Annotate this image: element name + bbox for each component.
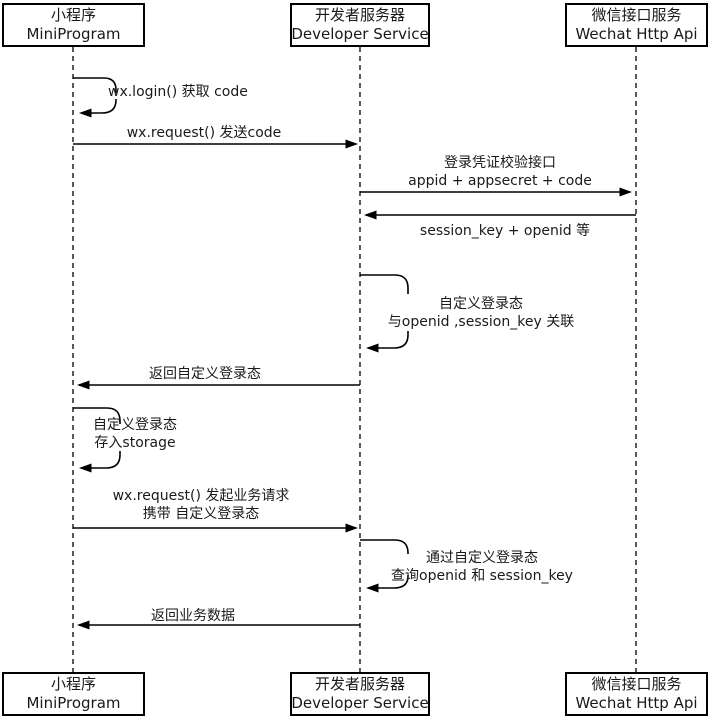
- message-label-line: session_key + openid 等: [419, 223, 591, 239]
- message-label-line: 自定义登录态: [93, 417, 177, 433]
- message-label-return-business-data: 返回业务数据: [151, 607, 235, 625]
- participant-name-en: Wechat Http Api: [575, 694, 698, 712]
- message-label-business-request: wx.request() 发起业务请求 携带 自定义登录态: [113, 487, 290, 523]
- participant-box-developer-service-top: 开发者服务器 Developer Service: [290, 3, 430, 47]
- participant-name-en: MiniProgram: [26, 694, 121, 712]
- message-label-verify-credential: 登录凭证校验接口 appid + appsecret + code: [408, 154, 592, 190]
- participant-name-en: Developer Service: [291, 694, 429, 712]
- message-label-query-openid: 通过自定义登录态 查询openid 和 session_key: [391, 549, 573, 585]
- participant-box-miniprogram-bottom: 小程序 MiniProgram: [2, 672, 145, 716]
- participant-name-zh: 小程序: [50, 6, 96, 24]
- participant-box-wechat-api-top: 微信接口服务 Wechat Http Api: [565, 3, 708, 47]
- self-message-query-openid: [360, 539, 409, 593]
- message-label-line: 返回自定义登录态: [149, 366, 261, 382]
- participant-box-miniprogram-top: 小程序 MiniProgram: [2, 3, 145, 47]
- message-label-line: 返回业务数据: [151, 608, 235, 624]
- message-label-line: 存入storage: [94, 435, 176, 451]
- participant-name-en: MiniProgram: [26, 25, 121, 43]
- message-label-store-storage: 自定义登录态 存入storage: [93, 416, 177, 452]
- participant-name-zh: 开发者服务器: [314, 675, 405, 693]
- message-label-return-login-state: 返回自定义登录态: [149, 365, 261, 383]
- participant-name-zh: 微信接口服务: [591, 6, 682, 24]
- participant-name-en: Wechat Http Api: [575, 25, 698, 43]
- participant-name-zh: 开发者服务器: [314, 6, 405, 24]
- message-label-send-code: wx.request() 发送code: [127, 124, 282, 142]
- message-label-line: 通过自定义登录态: [425, 550, 538, 566]
- message-label-line: wx.login() 获取 code: [108, 84, 248, 100]
- participant-name-zh: 微信接口服务: [591, 675, 682, 693]
- message-label-line: 携带 自定义登录态: [142, 506, 260, 522]
- message-label-line: 登录凭证校验接口: [443, 155, 556, 171]
- self-message-store-storage: [73, 407, 121, 473]
- participant-box-wechat-api-bottom: 微信接口服务 Wechat Http Api: [565, 672, 708, 716]
- participant-box-developer-service-bottom: 开发者服务器 Developer Service: [290, 672, 430, 716]
- participant-name-en: Developer Service: [291, 25, 429, 43]
- message-label-line: 查询openid 和 session_key: [391, 568, 573, 584]
- participant-name-zh: 小程序: [50, 675, 96, 693]
- message-label-line: 自定义登录态: [439, 296, 523, 312]
- message-label-session-key-return: session_key + openid 等: [420, 222, 590, 240]
- message-label-wx-login: wx.login() 获取 code: [108, 83, 248, 101]
- message-label-line: wx.request() 发送code: [126, 125, 282, 141]
- message-label-line: wx.request() 发起业务请求: [112, 488, 290, 504]
- self-message-custom-login-state: [360, 274, 409, 353]
- message-label-line: appid + appsecret + code: [408, 173, 592, 189]
- message-label-custom-login-state: 自定义登录态 与openid ,session_key 关联: [388, 295, 574, 331]
- message-label-line: 与openid ,session_key 关联: [387, 314, 575, 330]
- self-message-wx-login: [73, 77, 117, 118]
